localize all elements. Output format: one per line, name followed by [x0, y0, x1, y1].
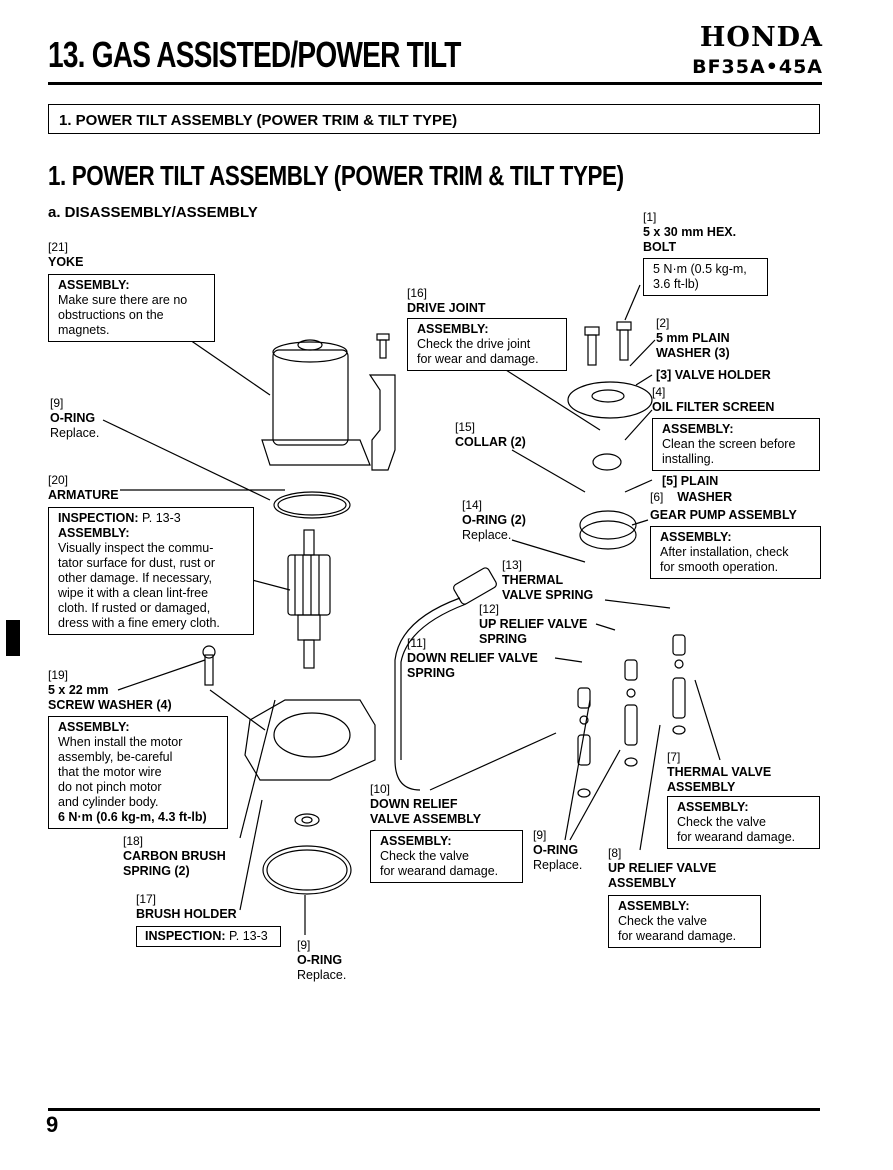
part-16-label: [16]DRIVE JOINT — [407, 286, 486, 315]
part-15-label: [15]COLLAR (2) — [455, 420, 526, 449]
part-6-num: [6] WASHER — [650, 490, 733, 504]
part-8-label: [8]UP RELIEF VALVE ASSEMBLY — [608, 846, 717, 890]
page-number: 9 — [46, 1112, 59, 1137]
part-11-label: [11]DOWN RELIEF VALVE SPRING — [407, 636, 538, 680]
part-1-label: [1] 5 x 30 mm HEX. BOLT — [643, 210, 737, 254]
part-20-label: [20]ARMATURE — [48, 473, 119, 502]
brand-logo: HONDA — [699, 22, 823, 53]
bolt-torque-box: 5 N·m (0.5 kg-m,3.6 ft-lb) — [643, 258, 768, 296]
thumb-index-tab — [6, 620, 20, 656]
subheading: a. DISASSEMBLY/ASSEMBLY — [48, 204, 258, 221]
section-box: 1. POWER TILT ASSEMBLY (POWER TRIM & TIL… — [48, 104, 820, 134]
part-9-oring-bottom-label: [9]O-RING Replace. — [297, 938, 347, 982]
header-rule — [48, 82, 822, 85]
armature-box: INSPECTION: P. 13-3 ASSEMBLY: Visually i… — [48, 507, 254, 635]
part-6-label: GEAR PUMP ASSEMBLY — [650, 508, 797, 522]
section-title: 1. POWER TILT ASSEMBLY (POWER TRIM & TIL… — [48, 160, 624, 191]
part-21-label: [21]YOKE — [48, 240, 84, 269]
part-14-label: [14]O-RING (2) Replace. — [462, 498, 526, 542]
part-9-oring-middle-label: [9]O-RING Replace. — [533, 828, 583, 872]
model-number: BF35A•45A — [692, 56, 823, 78]
chapter-title: 13. GAS ASSISTED/POWER TILT — [48, 34, 461, 75]
part-9-oring-left-label: [9]O-RING Replace. — [50, 396, 100, 440]
part-2-label: [2] 5 mm PLAIN WASHER (3) — [656, 316, 730, 360]
part-18-label: [18]CARBON BRUSH SPRING (2) — [123, 834, 226, 878]
part-13-label: [13]THERMAL VALVE SPRING — [502, 558, 594, 602]
part-5-label: [5] PLAIN — [662, 474, 719, 488]
part-19-label: [19]5 x 22 mm SCREW WASHER (4) — [48, 668, 172, 712]
part-10-label: [10]DOWN RELIEF VALVE ASSEMBLY — [370, 782, 482, 826]
part-4-label: [4]OIL FILTER SCREEN — [652, 385, 775, 414]
part-17-label: [17]BRUSH HOLDER — [136, 892, 237, 921]
motor-assembly-box: ASSEMBLY: When install the motor assembl… — [48, 716, 228, 829]
part-7-label: [7]THERMAL VALVE ASSEMBLY — [667, 750, 772, 794]
part-12-label: [12]UP RELIEF VALVE SPRING — [479, 602, 588, 646]
brush-holder-inspection-box: INSPECTION: P. 13-3 — [136, 926, 281, 947]
part-3-label: [3] VALVE HOLDER — [656, 368, 771, 382]
